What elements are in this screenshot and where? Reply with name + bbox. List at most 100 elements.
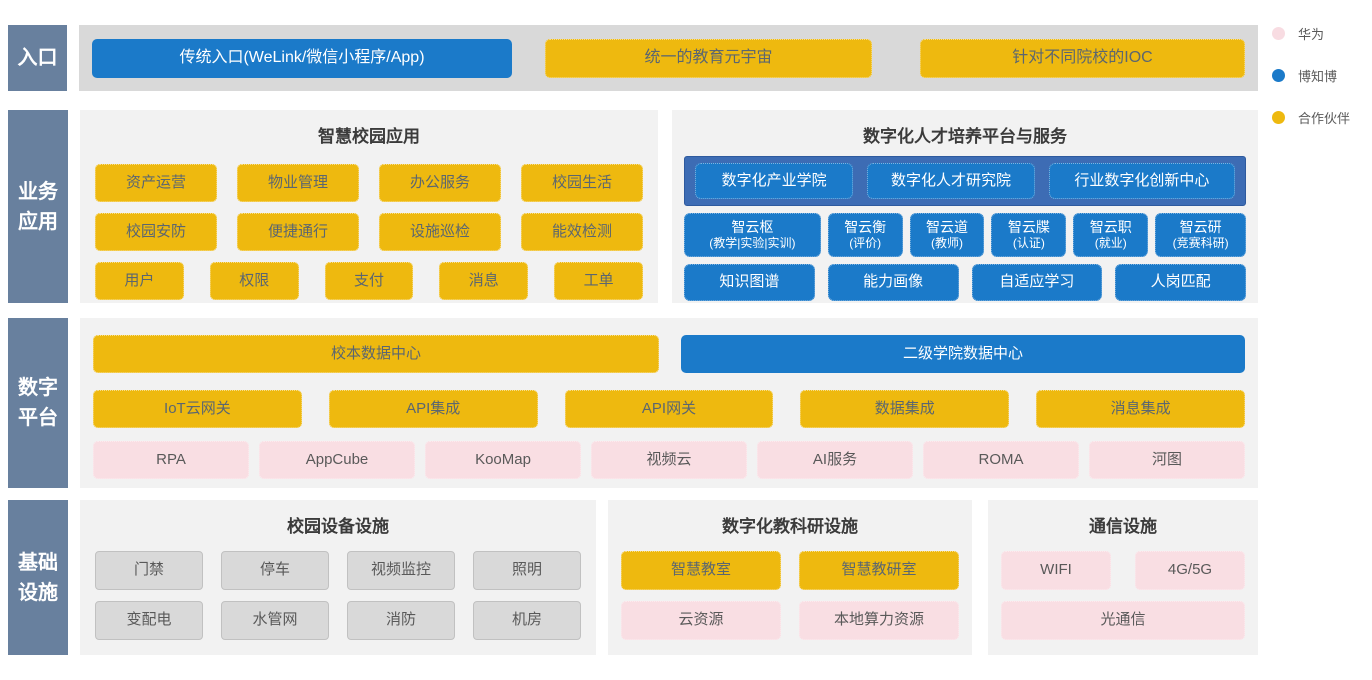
- block-4g5g: 4G/5G: [1135, 551, 1245, 590]
- service-name: 智云道: [926, 218, 969, 235]
- smart-campus-panel: 智慧校园应用 资产运营 物业管理 办公服务 校园生活 校园安防 便捷通行 设施巡…: [80, 110, 658, 303]
- institutes-container: 数字化产业学院 数字化人才研究院 行业数字化创新中心: [684, 156, 1246, 206]
- service-name: 智云衡: [844, 218, 887, 235]
- entry-ioc-block: 针对不同院校的IOC: [920, 38, 1245, 78]
- block-asset-operation: 资产运营: [95, 164, 217, 202]
- bozhibo-color-dot: [1272, 69, 1285, 82]
- comm-facilities-title: 通信设施: [1089, 517, 1157, 536]
- block-message-integration: 消息集成: [1036, 390, 1245, 428]
- service-sub: (评价): [849, 236, 882, 251]
- block-zhiyunzhi: 智云职 (就业): [1073, 213, 1149, 257]
- block-video-cloud: 视频云: [591, 441, 747, 479]
- service-sub: (认证): [1012, 236, 1045, 251]
- infrastructure-content: 校园设备设施 门禁 停车 视频监控 照明 变配电 水管网 消防 机房 数字化教科…: [80, 500, 1258, 655]
- block-water-network: 水管网: [221, 601, 329, 640]
- service-sub: (教师): [931, 236, 964, 251]
- talent-platform-title: 数字化人才培养平台与服务: [863, 127, 1067, 146]
- block-college-data-center: 二级学院数据中心: [681, 335, 1245, 373]
- service-name: 智云枢: [731, 218, 774, 235]
- legend-item-partner: 合作伙伴: [1272, 108, 1350, 127]
- campus-row-2: 校园安防 便捷通行 设施巡检 能效检测: [95, 213, 643, 251]
- block-zhiyunyan: 智云研 (竞赛科研): [1155, 213, 1247, 257]
- research-facilities-title: 数字化教科研设施: [722, 517, 858, 536]
- research-row-2: 云资源 本地算力资源: [621, 601, 959, 640]
- block-cloud-resources: 云资源: [621, 601, 781, 640]
- comm-row-2: 光通信: [1001, 601, 1245, 640]
- block-wifi: WIFI: [1001, 551, 1111, 590]
- block-campus-security: 校园安防: [95, 213, 217, 251]
- block-fire-protection: 消防: [347, 601, 455, 640]
- legend-label-bozhibo: 博知博: [1298, 69, 1338, 84]
- entry-metaverse-block: 统一的教育元宇宙: [545, 38, 872, 78]
- block-appcube: AppCube: [259, 441, 415, 479]
- campus-devices-panel: 校园设备设施 门禁 停车 视频监控 照明 变配电 水管网 消防 机房: [80, 500, 596, 655]
- block-campus-life: 校园生活: [521, 164, 643, 202]
- block-work-order: 工单: [554, 262, 643, 300]
- entry-band: 入口 传统入口(WeLink/微信小程序/App) 统一的教育元宇宙 针对不同院…: [8, 25, 1258, 91]
- block-zhiyunheng: 智云衡 (评价): [827, 213, 903, 257]
- block-zhiyundie: 智云牒 (认证): [991, 213, 1067, 257]
- block-machine-room: 机房: [473, 601, 581, 640]
- huawei-color-dot: [1272, 27, 1285, 40]
- comm-row-1: WIFI 4G/5G: [1001, 551, 1245, 590]
- block-parking: 停车: [221, 551, 329, 590]
- block-iot-gateway: IoT云网关: [93, 390, 302, 428]
- block-ai-service: AI服务: [757, 441, 913, 479]
- block-property-mgmt: 物业管理: [237, 164, 359, 202]
- block-access-control: 门禁: [95, 551, 203, 590]
- block-adaptive-learning: 自适应学习: [971, 264, 1103, 301]
- service-name: 智云牒: [1007, 218, 1050, 235]
- block-video-surveillance: 视频监控: [347, 551, 455, 590]
- service-name: 智云职: [1089, 218, 1132, 235]
- infrastructure-band: 基础 设施 校园设备设施 门禁 停车 视频监控 照明 变配电 水管网 消防 机房…: [8, 500, 1258, 655]
- block-energy-monitoring: 能效检测: [521, 213, 643, 251]
- block-api-integration: API集成: [328, 390, 538, 428]
- block-knowledge-graph: 知识图谱: [684, 264, 815, 301]
- service-sub: (竞赛科研): [1172, 236, 1229, 251]
- huawei-services-row: RPA AppCube KooMap 视频云 AI服务 ROMA 河图: [93, 441, 1245, 479]
- legend-item-bozhibo: 博知博: [1272, 66, 1350, 85]
- integration-row: IoT云网关 API集成 API网关 数据集成 消息集成: [93, 390, 1245, 428]
- block-facility-inspection: 设施巡检: [379, 213, 501, 251]
- sidebar-label-infrastructure: 基础 设施: [8, 500, 68, 655]
- block-koomap: KooMap: [425, 441, 581, 479]
- legend-label-partner: 合作伙伴: [1298, 111, 1351, 126]
- block-local-compute: 本地算力资源: [799, 601, 959, 640]
- block-smart-research-room: 智慧教研室: [799, 551, 959, 590]
- block-data-integration: 数据集成: [800, 390, 1010, 428]
- campus-row-3: 用户 权限 支付 消息 工单: [95, 262, 643, 300]
- research-row-1: 智慧教室 智慧教研室: [621, 551, 959, 590]
- block-smart-classroom: 智慧教室: [621, 551, 781, 590]
- campus-row-1: 资产运营 物业管理 办公服务 校园生活: [95, 164, 643, 202]
- block-optical-comm: 光通信: [1001, 601, 1245, 640]
- legend-item-huawei: 华为: [1272, 24, 1350, 43]
- block-ability-portrait: 能力画像: [827, 264, 959, 301]
- block-payment: 支付: [324, 262, 414, 300]
- block-message: 消息: [439, 262, 529, 300]
- campus-devices-title: 校园设备设施: [287, 517, 389, 536]
- sidebar-label-business: 业务 应用: [8, 110, 68, 303]
- platform-band: 数字 平台 校本数据中心 二级学院数据中心 IoT云网关 API集成 API网关…: [8, 318, 1258, 488]
- platform-content: 校本数据中心 二级学院数据中心 IoT云网关 API集成 API网关 数据集成 …: [80, 318, 1258, 488]
- smart-campus-title: 智慧校园应用: [318, 127, 420, 146]
- block-hetu: 河图: [1089, 441, 1245, 479]
- service-name: 智云研: [1179, 218, 1222, 235]
- block-office-service: 办公服务: [379, 164, 501, 202]
- block-easy-access: 便捷通行: [237, 213, 359, 251]
- legend-label-huawei: 华为: [1298, 27, 1325, 42]
- entry-content: 传统入口(WeLink/微信小程序/App) 统一的教育元宇宙 针对不同院校的I…: [79, 25, 1258, 91]
- entry-traditional-block: 传统入口(WeLink/微信小程序/App): [92, 38, 512, 78]
- research-facilities-panel: 数字化教科研设施 智慧教室 智慧教研室 云资源 本地算力资源: [608, 500, 972, 655]
- block-zhiyunshu: 智云枢 (教学|实验|实训): [684, 213, 821, 257]
- zhiyun-services-row: 智云枢 (教学|实验|实训) 智云衡 (评价) 智云道 (教师) 智云牒 (认证…: [684, 213, 1247, 257]
- comm-facilities-panel: 通信设施 WIFI 4G/5G 光通信: [988, 500, 1258, 655]
- block-user: 用户: [95, 262, 184, 300]
- block-industry-college: 数字化产业学院: [695, 163, 854, 199]
- block-talent-institute: 数字化人才研究院: [867, 163, 1035, 199]
- legend: 华为 博知博 合作伙伴: [1272, 24, 1350, 150]
- block-lighting: 照明: [473, 551, 581, 590]
- block-school-data-center: 校本数据中心: [93, 335, 659, 373]
- block-rpa: RPA: [93, 441, 249, 479]
- block-zhiyundao: 智云道 (教师): [909, 213, 985, 257]
- partner-color-dot: [1272, 111, 1285, 124]
